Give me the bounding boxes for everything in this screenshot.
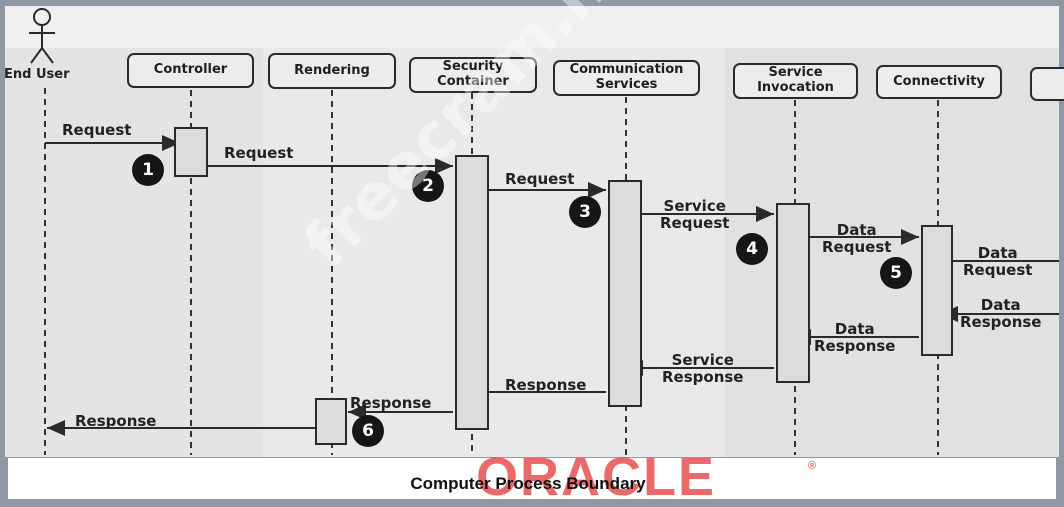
security-container-box: Security Container bbox=[409, 57, 537, 93]
step-2-badge: 2 bbox=[412, 170, 444, 202]
controller-box: Controller bbox=[127, 53, 254, 88]
activation-communication bbox=[608, 180, 642, 407]
message-label-3: Request bbox=[505, 170, 575, 188]
end-user-icon bbox=[29, 8, 55, 64]
step-5-badge: 5 bbox=[880, 257, 912, 289]
message-label-9: Service Response bbox=[662, 351, 744, 387]
step-1-badge: 1 bbox=[132, 154, 164, 186]
message-label-1: Request bbox=[62, 121, 132, 139]
message-label-5: Data Request bbox=[822, 221, 892, 257]
message-label-12: Response bbox=[75, 412, 157, 430]
message-label-2: Request bbox=[224, 144, 294, 162]
boundary-footer bbox=[8, 458, 1056, 499]
message-label-6: Data Request bbox=[963, 244, 1033, 280]
end-user-label: End User bbox=[4, 67, 70, 82]
registered-mark: ® bbox=[808, 460, 817, 472]
step-3-badge: 3 bbox=[569, 196, 601, 228]
boundary-label: Computer Process Boundary bbox=[410, 474, 646, 493]
activation-service bbox=[776, 203, 810, 383]
connectivity-box: Connectivity bbox=[876, 65, 1002, 99]
message-label-10: Response bbox=[505, 376, 587, 394]
message-label-7: Data Response bbox=[960, 296, 1042, 332]
rendering-box: Rendering bbox=[268, 53, 396, 89]
step-4-badge: 4 bbox=[736, 233, 768, 265]
message-label-8: Data Response bbox=[814, 320, 896, 356]
activation-rendering bbox=[315, 398, 347, 445]
activation-security bbox=[455, 155, 489, 430]
step-6-badge: 6 bbox=[352, 415, 384, 447]
cropped-box bbox=[1030, 67, 1064, 101]
service-invocation-box: Service Invocation bbox=[733, 63, 858, 99]
communication-services-box: Communication Services bbox=[553, 60, 700, 96]
oracle-logo: ORACLE bbox=[476, 447, 716, 507]
message-label-11: Response bbox=[350, 394, 432, 412]
message-label-4: Service Request bbox=[660, 197, 730, 233]
top-band bbox=[5, 6, 1059, 48]
activation-controller bbox=[174, 127, 208, 177]
activation-connectivity bbox=[921, 225, 953, 356]
